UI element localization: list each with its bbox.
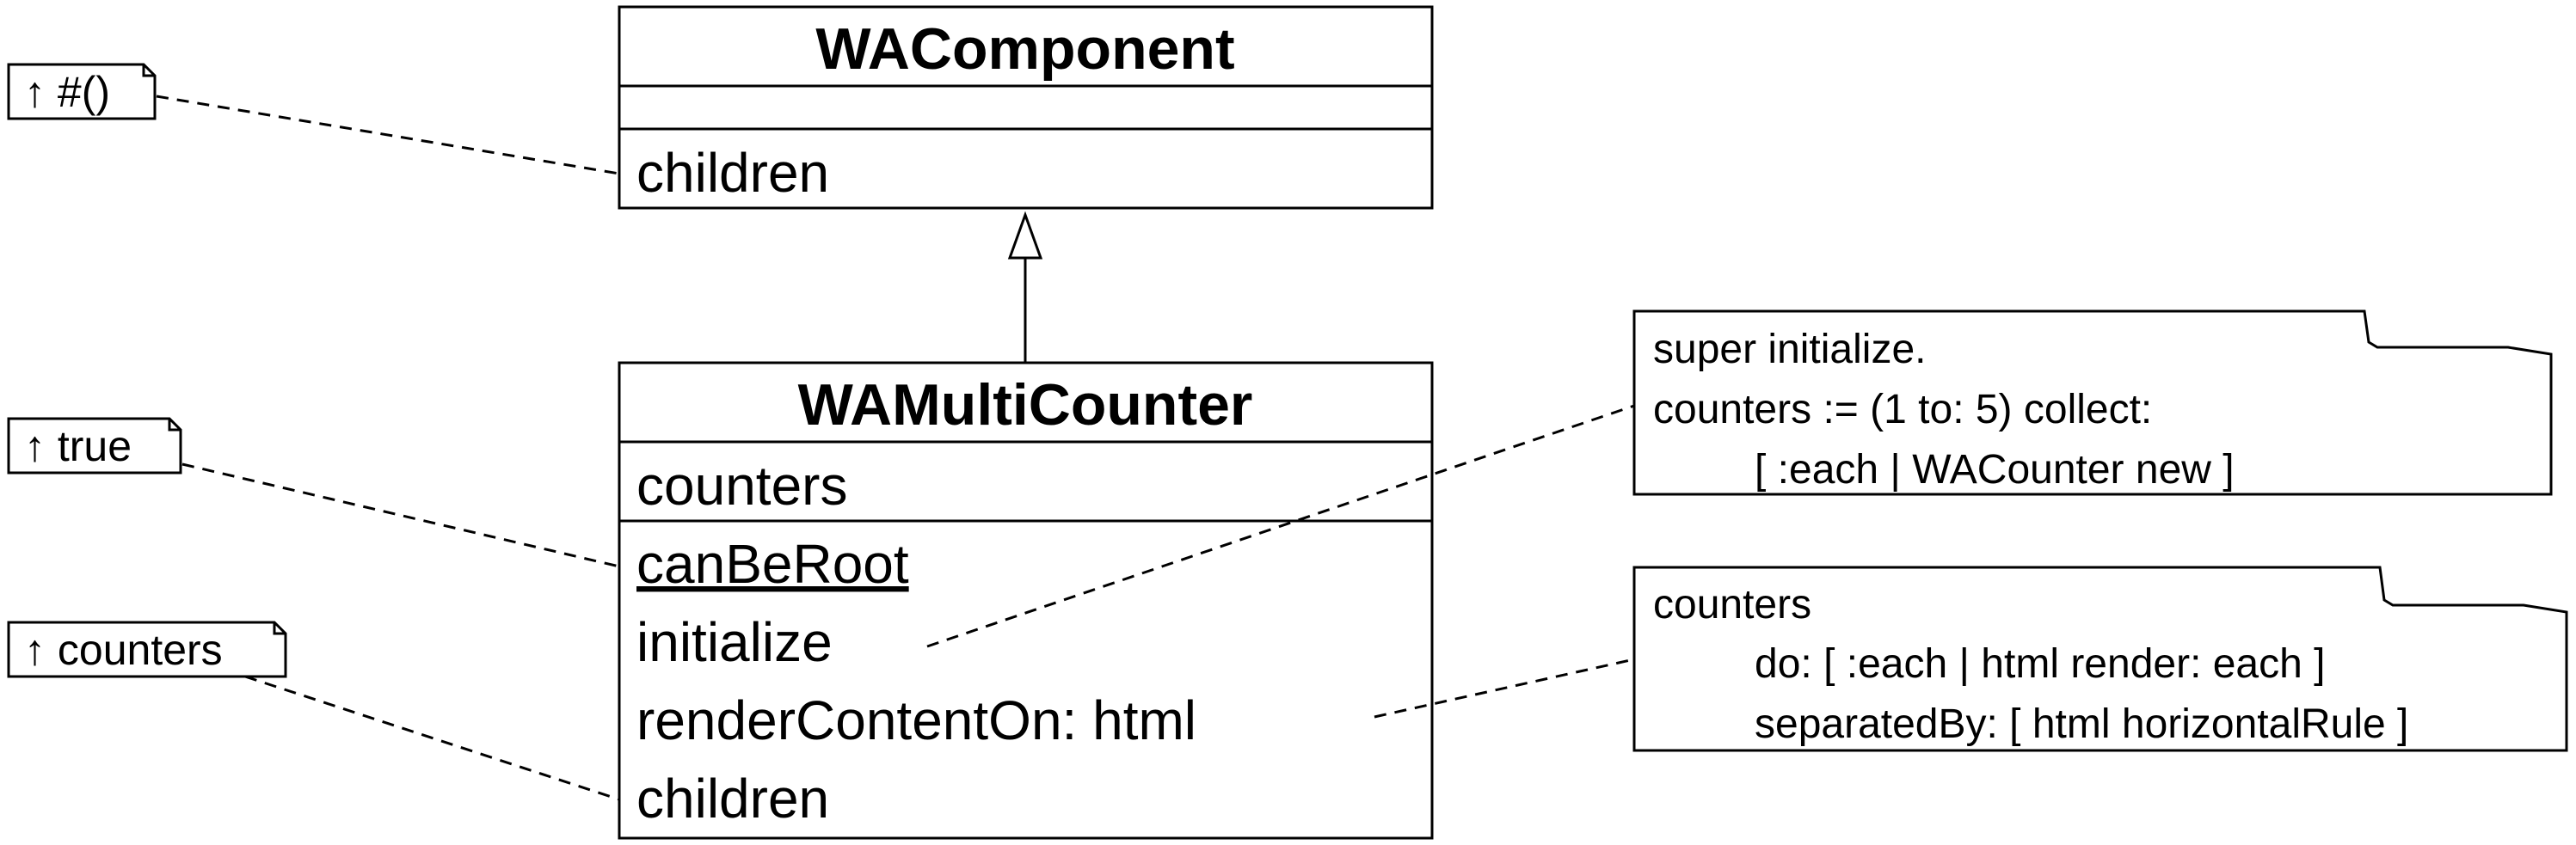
- note-render-line-3: separatedBy: [ html horizontalRule ]: [1755, 701, 2408, 747]
- note-initialize-line-1: super initialize.: [1653, 327, 1926, 372]
- wacomponent-class-name: WAComponent: [815, 16, 1234, 82]
- wamulticounter-method-children: children: [636, 768, 829, 830]
- wamulticounter-method-rendercontenton: renderContentOn: html: [636, 689, 1196, 751]
- connector-children-return: [244, 675, 620, 801]
- note-children-return-text: ↑ counters: [24, 626, 223, 674]
- note-children-return-box: [7, 621, 287, 678]
- note-component-children-box: [7, 63, 157, 120]
- note-initialize-line-3: [ :each | WACounter new ]: [1755, 447, 2235, 493]
- note-render-line-1: counters: [1653, 582, 1811, 628]
- note-fold-icon: [168, 419, 181, 432]
- note-can-be-root-box: [7, 417, 182, 475]
- note-children-return: ↑ counters: [7, 621, 287, 678]
- connector-render: [1374, 658, 1635, 719]
- note-initialize-code: super initialize. counters := (1 to: 5) …: [1632, 309, 2553, 496]
- wacomponent-method-children: children: [636, 142, 829, 204]
- wamulticounter-attribute-counters: counters: [636, 455, 847, 517]
- note-component-children: ↑ #(): [7, 63, 157, 120]
- note-initialize-line-2: counters := (1 to: 5) collect:: [1653, 387, 2152, 432]
- note-can-be-root: ↑ true: [7, 417, 182, 475]
- note-render-line-2: do: [ :each | html render: each ]: [1755, 641, 2326, 687]
- hollow-triangle-arrowhead: [1007, 211, 1043, 260]
- note-render-box: [1632, 566, 2568, 752]
- wamulticounter-method-initialize: initialize: [636, 611, 833, 673]
- wacomponent-class: WAComponent children: [618, 5, 1434, 210]
- note-render-code: counters do: [ :each | html render: each…: [1632, 566, 2568, 752]
- generalization-arrow: [1007, 211, 1043, 363]
- connector-initialize: [926, 404, 1635, 648]
- note-fold-icon: [273, 622, 286, 635]
- wamulticounter-class: WAMultiCounter counters canBeRoot initia…: [618, 361, 1434, 840]
- wacomponent-class-box: [618, 5, 1434, 210]
- note-fold-icon: [142, 64, 155, 77]
- wamulticounter-method-canberoot: canBeRoot: [636, 533, 909, 595]
- note-initialize-box: [1632, 309, 2553, 496]
- connector-component-children: [156, 95, 620, 175]
- note-can-be-root-text: ↑ true: [24, 422, 132, 470]
- wamulticounter-class-name: WAMultiCounter: [798, 372, 1253, 438]
- note-component-children-text: ↑ #(): [24, 68, 110, 116]
- connector-can-be-root: [181, 462, 620, 568]
